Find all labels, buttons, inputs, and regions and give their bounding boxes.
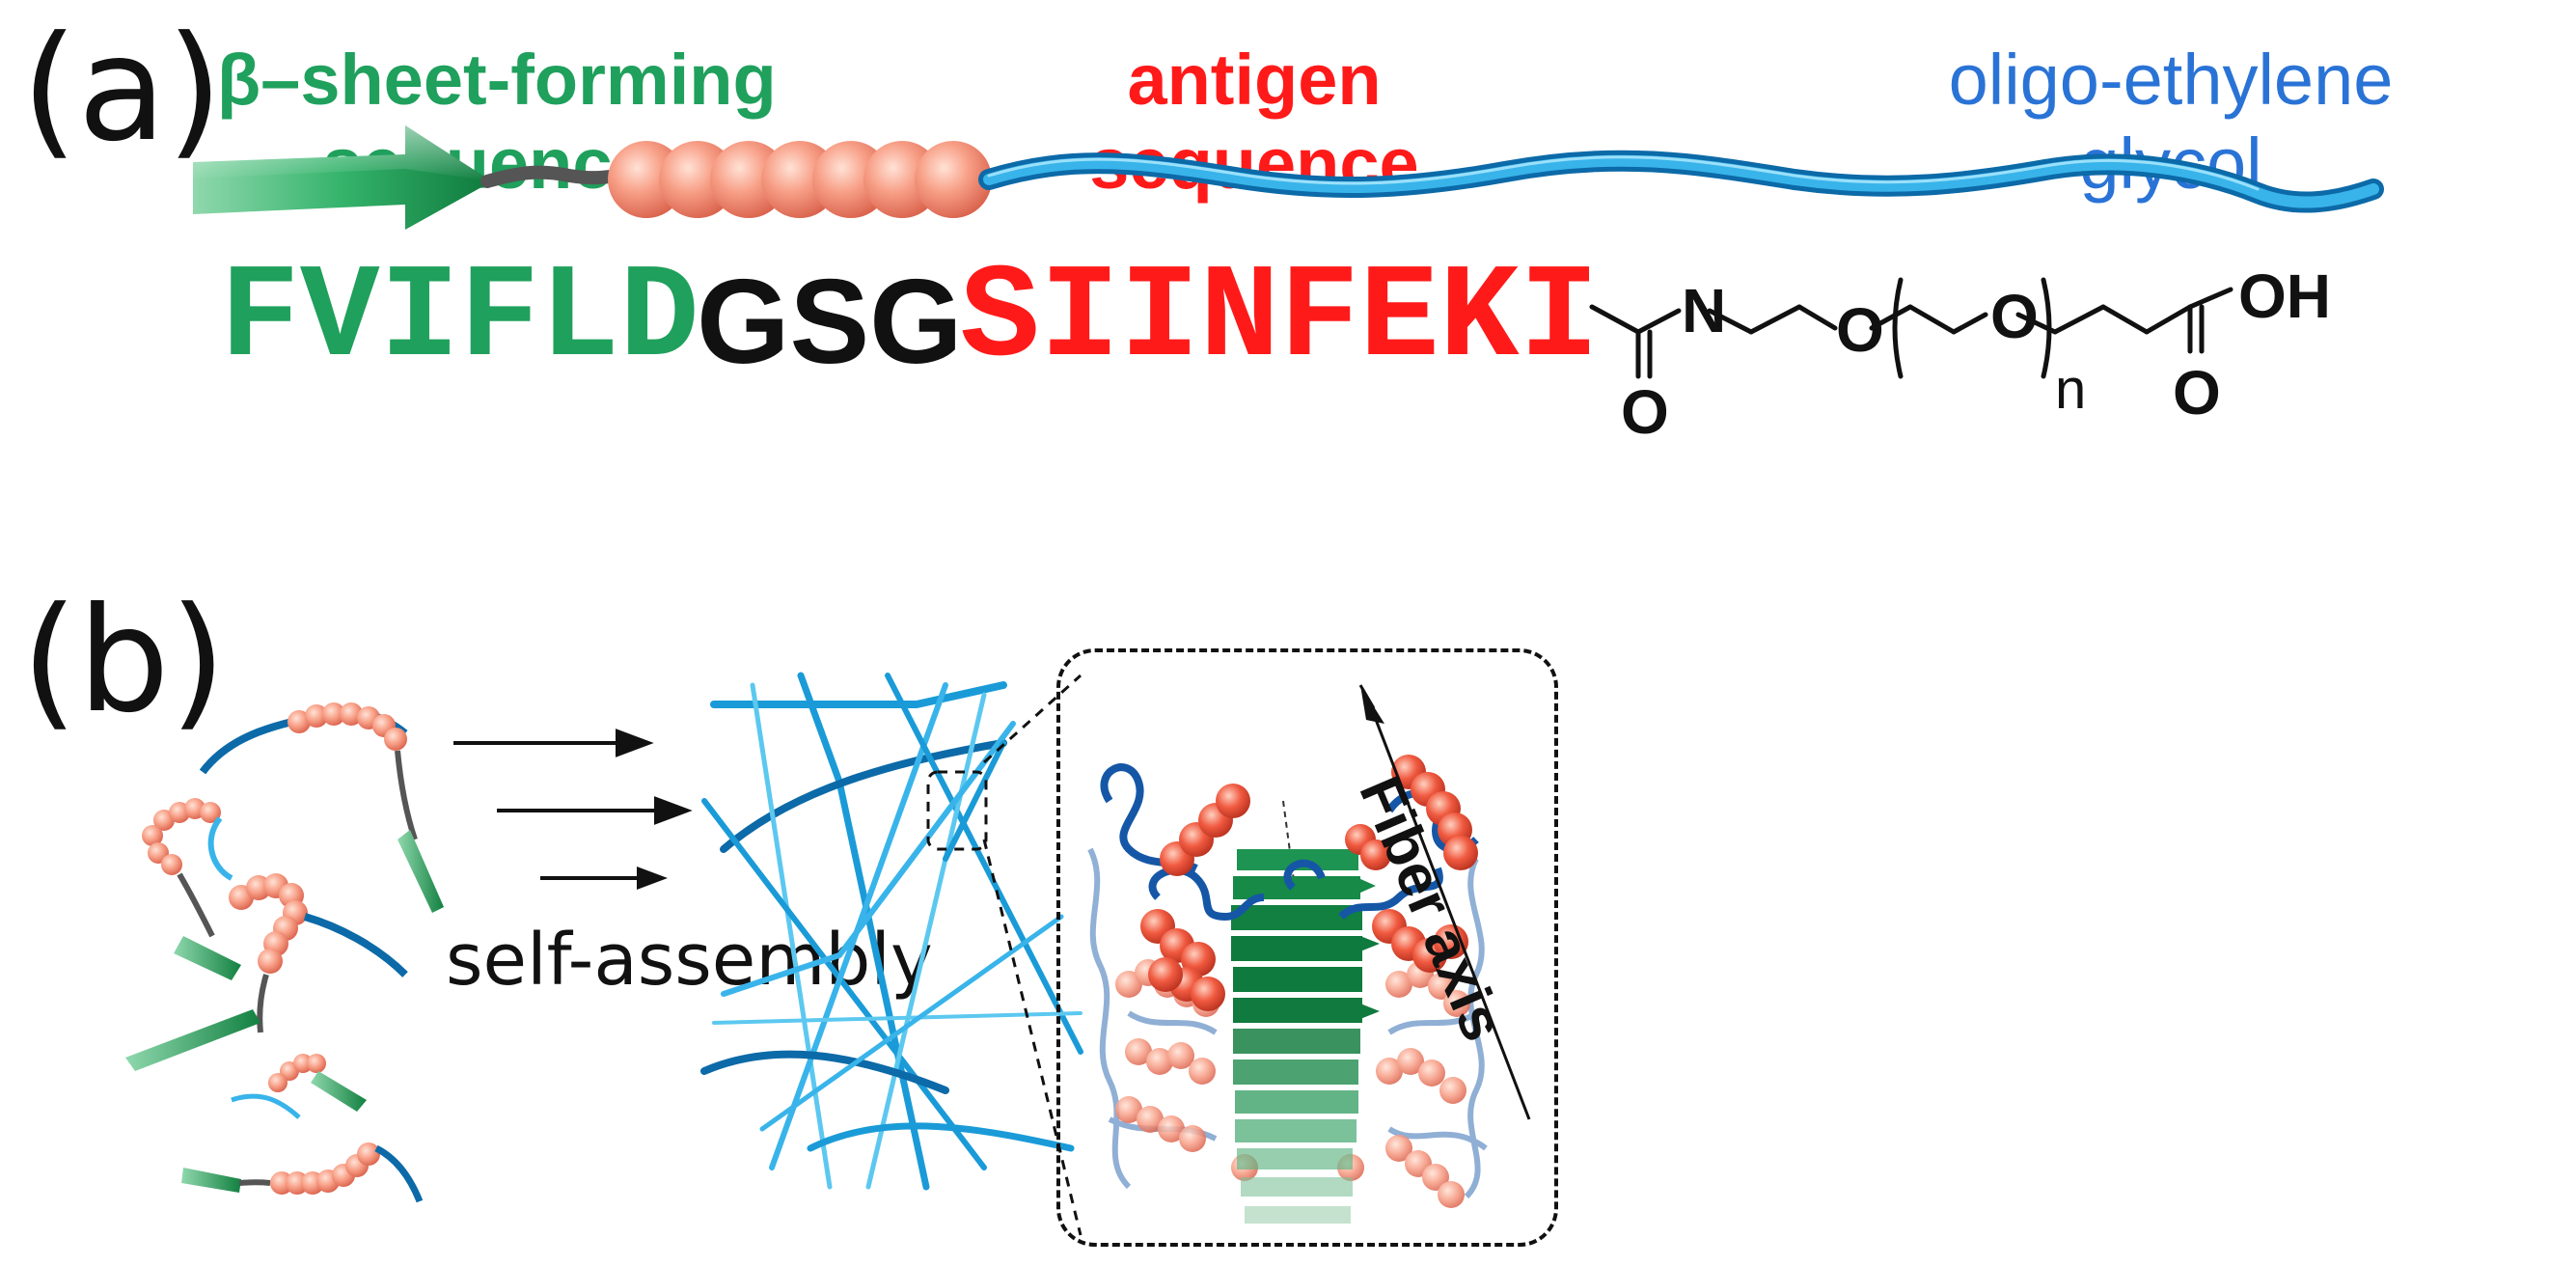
fiber-cross-section xyxy=(1087,755,1488,1224)
panel-a-label: (a) xyxy=(21,6,223,174)
beta-sheet-heading-line1: β–sheet-forming xyxy=(217,40,777,120)
fiber-network xyxy=(700,672,1083,1191)
fiber-axis-arrow xyxy=(1358,684,1531,1120)
beta-sheet-heading: β–sheet-forming sequence xyxy=(217,39,777,206)
zoom-inset xyxy=(1056,648,1558,1247)
antigen-beads xyxy=(608,141,992,218)
chem-subscript-n: n xyxy=(2055,358,2087,421)
antigen-sequence: SIINFEKI xyxy=(960,244,1600,395)
assembly-arrows xyxy=(453,729,693,825)
linker-sequence: GSG xyxy=(697,256,963,389)
chem-atom-o-ether1: O xyxy=(1836,295,1884,365)
chem-atom-oh: OH xyxy=(2238,261,2331,331)
panel-b-label: (b) xyxy=(21,577,227,745)
chem-atom-n: N xyxy=(1682,276,1727,345)
zoom-connector-lines xyxy=(982,674,1082,1236)
peg-chemical-structure xyxy=(1589,277,2233,379)
peptide-amphiphile-illustration xyxy=(193,125,2384,230)
assembly-arrow-3 xyxy=(540,867,668,890)
oligo-heading: oligo-ethylene glycol xyxy=(1920,39,2422,206)
antigen-heading-line1: antigen xyxy=(1127,40,1382,120)
chem-atom-o-acid: O xyxy=(2173,358,2221,427)
free-monomers xyxy=(125,702,444,1203)
beta-sheet-arrow xyxy=(193,125,492,230)
chem-atom-o-ether2: O xyxy=(1990,282,2039,351)
linker-tube xyxy=(480,165,634,188)
chem-atom-o-carbonyl: O xyxy=(1621,377,1669,447)
beta-sheet-sequence: FVIFLD xyxy=(220,244,699,395)
oligo-heading-line1: oligo-ethylene xyxy=(1948,40,2394,120)
zoom-region-box xyxy=(926,770,988,851)
